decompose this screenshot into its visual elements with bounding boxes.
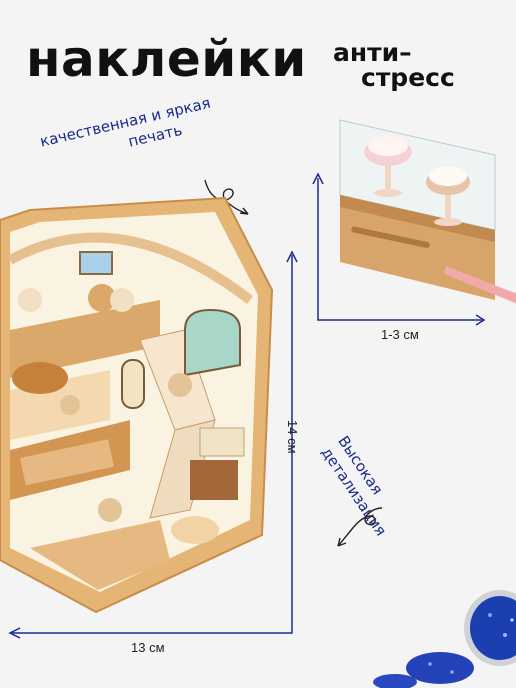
headline-subtitle: анти– стресс [333, 40, 455, 90]
width-label: 13 см [131, 640, 165, 655]
headline: наклейки [26, 30, 307, 88]
subtitle-line-1: анти– [333, 38, 412, 67]
small-height-line [317, 178, 482, 321]
small-sticker-box [339, 119, 516, 304]
glitter-jar-icon [373, 590, 516, 688]
detail-arrow-icon [337, 507, 383, 547]
height-label: 14 см [285, 420, 300, 454]
subtitle-line-2: стресс [361, 63, 455, 92]
main-height-line [12, 255, 293, 634]
bakery-sticker [0, 196, 274, 614]
small-width-label: 1-3 см [381, 327, 419, 342]
